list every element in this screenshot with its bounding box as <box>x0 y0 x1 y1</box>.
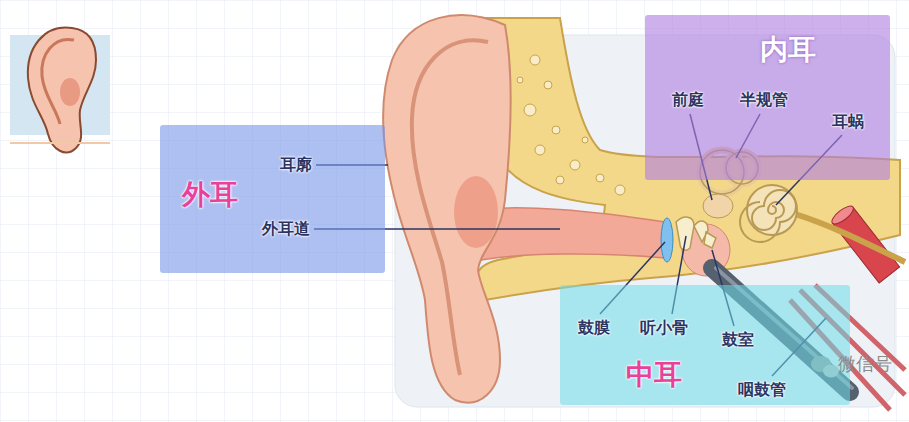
icon-underline <box>10 142 110 144</box>
ear-icon <box>28 28 96 153</box>
region-band: 内耳前庭 半规管耳蜗 <box>645 15 890 180</box>
watermark: 微信号 <box>838 353 892 375</box>
part-label: 听小骨 <box>640 318 688 337</box>
part-label: 外耳道 <box>262 219 310 238</box>
part-label: 半规管 <box>740 90 788 109</box>
region-band: 中耳 鼓膜 听小骨鼓室咽鼓管 <box>560 285 850 405</box>
eardrum <box>661 218 673 262</box>
cochlea <box>740 185 797 242</box>
part-label: 耳蜗 <box>832 112 864 131</box>
region-title: 外耳 <box>182 178 238 212</box>
part-label: 鼓室 <box>722 330 754 349</box>
region-title: 内耳 <box>760 33 816 67</box>
region-title: 中耳 <box>626 358 682 392</box>
ear-icon-concha <box>60 78 80 106</box>
concha <box>454 176 498 248</box>
ossicles <box>676 217 716 250</box>
vestibule <box>703 194 733 218</box>
auricle <box>383 15 511 402</box>
bone-texture <box>517 55 625 195</box>
part-label: 鼓膜 <box>578 318 610 337</box>
nerve <box>795 214 905 262</box>
part-label: 前庭 <box>672 90 704 109</box>
region-band: 外耳 耳廓外耳道 <box>160 125 385 273</box>
part-label: 耳廓 <box>280 155 312 174</box>
part-label: 咽鼓管 <box>738 380 786 399</box>
